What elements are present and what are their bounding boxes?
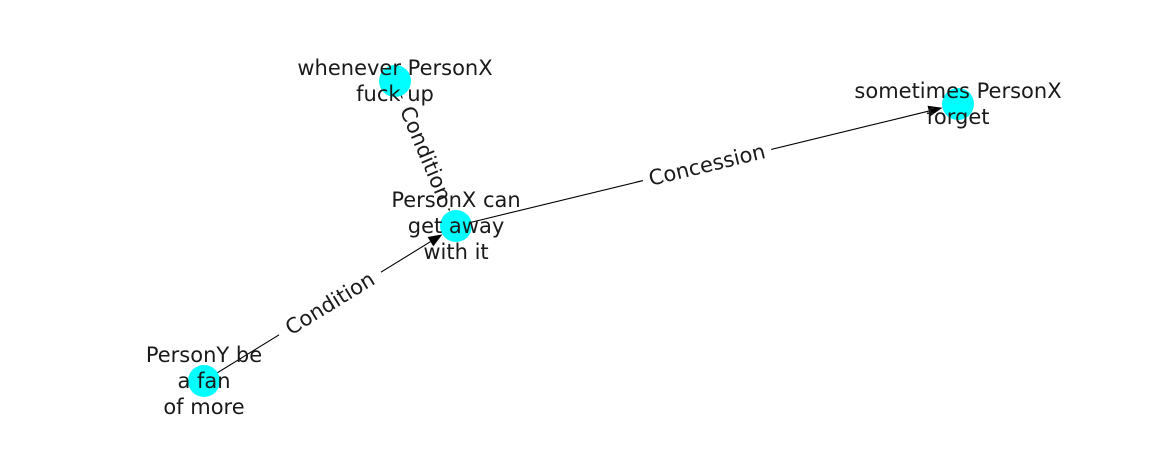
node-getaway (440, 210, 472, 242)
node-label-getaway-line-0: PersonX can (391, 188, 520, 212)
arrow-head-getaway-to-sometimes (927, 105, 943, 117)
node-fan (188, 365, 220, 397)
edge-label-group: Concession (639, 136, 775, 194)
edge-label-background (272, 261, 388, 346)
node-label-sometimes-line-0: sometimes PersonX (854, 79, 1061, 103)
edge-label-group: Condition (272, 261, 388, 346)
edge-label: Condition (281, 267, 379, 340)
node-label-fan-line-0: PersonY be (146, 343, 262, 367)
edge-label-background (639, 136, 775, 194)
node-label-fan-line-2: of more (163, 395, 244, 419)
node-label-whenever-line-0: whenever PersonX (297, 56, 492, 80)
node-label-fan-line-1: a fan (177, 369, 230, 393)
edge-label-background (390, 93, 461, 214)
node-sometimes (942, 88, 974, 120)
node-label-getaway-line-1: get away (408, 214, 505, 238)
node-label-getaway-line-2: with it (423, 240, 488, 264)
nodes-layer (188, 65, 974, 397)
node-label-whenever-line-1: fuck up (356, 82, 434, 106)
edges-layer (203, 80, 943, 382)
node-label-sometimes-line-1: forget (927, 105, 990, 129)
arrow-head-fan-to-getaway (427, 234, 443, 247)
edge-label: Concession (646, 139, 767, 190)
node-whenever (379, 65, 411, 97)
